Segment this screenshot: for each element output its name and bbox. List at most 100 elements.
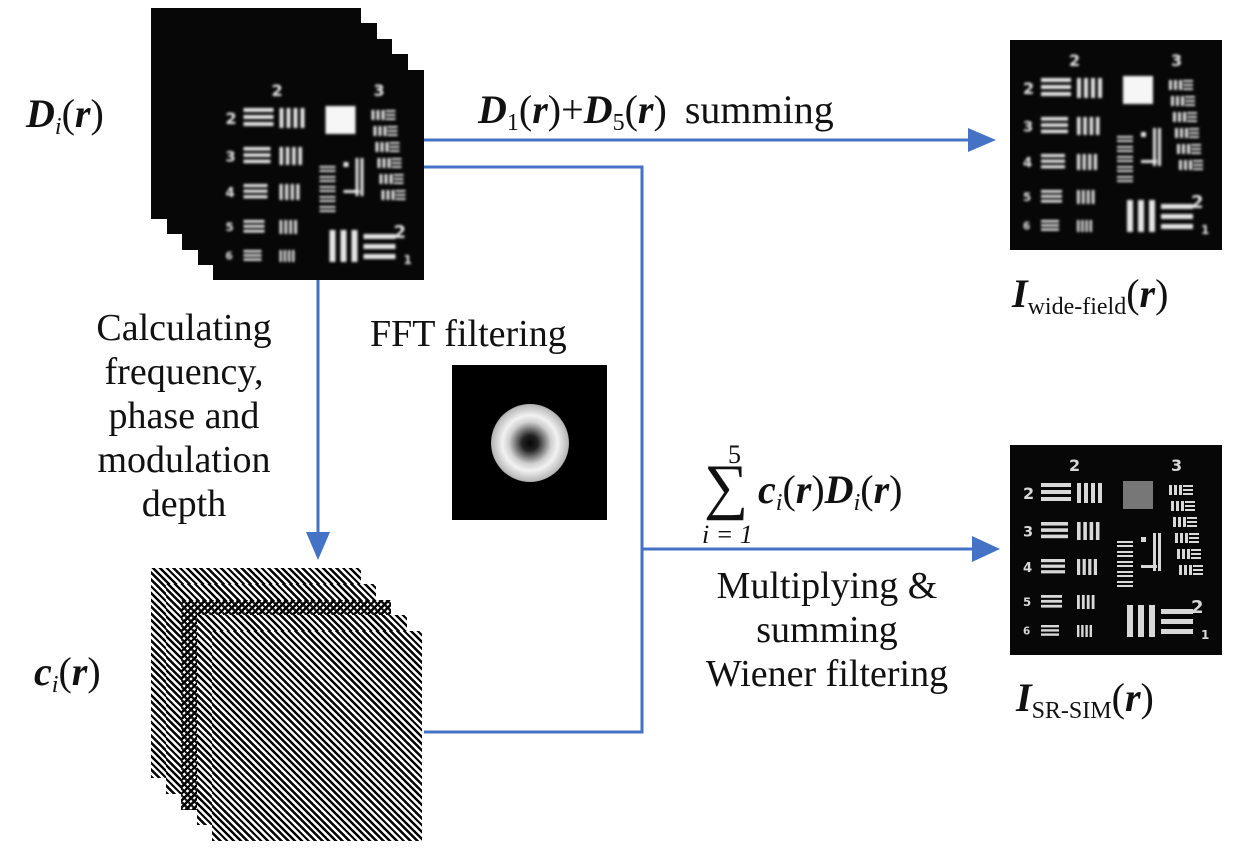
horizontal-bar	[243, 159, 271, 164]
small-vbar	[1169, 485, 1172, 495]
vertical-bar	[283, 250, 287, 262]
vertical-bar	[292, 250, 295, 262]
small-hbar	[1187, 112, 1197, 114]
small-vbar	[371, 110, 375, 120]
small-hbar	[1191, 553, 1201, 555]
small-vbar	[1182, 549, 1185, 559]
horizontal-bar	[1041, 625, 1059, 628]
small-vbar	[1178, 517, 1181, 527]
small-vbar	[1183, 517, 1186, 527]
small-hbar	[389, 150, 400, 152]
vertical-bar	[1098, 78, 1102, 98]
small-hbar	[1185, 96, 1195, 98]
small-hbar	[391, 158, 402, 160]
center-bar	[1117, 581, 1133, 583]
element-label-bottom: 1	[404, 253, 412, 267]
small-vbar	[1171, 96, 1174, 106]
small-hbar	[1183, 88, 1193, 90]
horizontal-bar	[1041, 190, 1062, 193]
small-hbar	[393, 182, 404, 184]
square-target	[325, 106, 356, 134]
horizontal-bar	[1041, 497, 1071, 501]
widefield-sum-label: D1(r)+D5(r) summing	[478, 87, 834, 137]
center-hbar	[1141, 565, 1157, 568]
horizontal-bar	[243, 153, 271, 157]
vertical-bar	[1091, 483, 1095, 503]
center-bar	[319, 196, 336, 198]
vertical-bar	[1077, 78, 1081, 98]
large-hbar	[363, 244, 396, 249]
horizontal-bar	[1041, 78, 1071, 82]
small-vbar	[382, 158, 386, 168]
vertical-bar	[284, 220, 288, 234]
small-vbar	[383, 126, 387, 136]
element-label: 2	[1023, 79, 1034, 98]
vertical-bar	[298, 147, 302, 165]
small-hbar	[1183, 485, 1193, 487]
vertical-bar	[1081, 220, 1084, 232]
small-vbar	[1173, 112, 1176, 122]
vertical-bar	[1077, 220, 1080, 232]
vertical-bar	[1093, 154, 1097, 170]
small-vbar	[1175, 128, 1178, 138]
vertical-bar	[1081, 595, 1085, 609]
calc-line-1: Calculating	[96, 307, 272, 349]
group-label-bottom: 2	[1191, 192, 1204, 213]
horizontal-bar	[1041, 564, 1065, 568]
small-vbar	[385, 142, 389, 152]
sum-upper-limit: 5	[728, 440, 741, 469]
horizontal-bar	[1041, 629, 1059, 632]
vertical-bar	[279, 147, 284, 165]
small-hbar	[1189, 132, 1199, 134]
center-bar	[1117, 150, 1133, 152]
horizontal-bar	[1041, 129, 1068, 134]
sim-line-3: Wiener filtering	[705, 653, 949, 695]
sim-process-text: Multiplying & summing Wiener filtering	[662, 564, 992, 696]
small-vbar	[1180, 533, 1183, 543]
center-vbar	[1158, 533, 1161, 571]
vertical-bar	[1077, 154, 1081, 170]
coeff-maps-label: ci(r)	[34, 649, 101, 699]
horizontal-bar	[1041, 490, 1071, 494]
horizontal-bar	[1041, 599, 1062, 603]
small-hbar	[1187, 120, 1197, 122]
small-hbar	[1191, 144, 1201, 146]
small-hbar	[1185, 501, 1195, 503]
element-label: 5	[1023, 595, 1031, 609]
large-hbar	[1161, 204, 1193, 209]
sum-term: ci(r)Di(r)	[758, 467, 903, 517]
small-hbar	[1185, 100, 1195, 102]
element-label: 6	[1023, 221, 1030, 233]
small-vbar	[1174, 80, 1177, 90]
small-hbar	[1185, 505, 1195, 507]
small-hbar	[395, 198, 406, 200]
large-vbar	[1149, 200, 1155, 232]
horizontal-bar	[1041, 228, 1059, 231]
vertical-bar	[1084, 483, 1088, 503]
small-hbar	[1183, 489, 1193, 491]
small-vbar	[1187, 549, 1190, 559]
small-vbar	[1177, 144, 1180, 154]
large-hbar	[363, 254, 396, 259]
raw-images-label: Di(r)	[26, 91, 104, 141]
element-label: 2	[226, 109, 237, 128]
small-vbar	[1174, 485, 1177, 495]
square-target	[1123, 481, 1153, 509]
small-vbar	[1189, 160, 1192, 170]
sim-sum-formula: 5 ∑ i = 1 ci(r)Di(r)	[690, 440, 980, 550]
vertical-bar	[1077, 595, 1080, 609]
group-label-bottom: 2	[1191, 597, 1204, 618]
vertical-bar	[1086, 595, 1090, 609]
horizontal-bar	[243, 195, 268, 199]
small-hbar	[385, 114, 396, 116]
large-vbar	[1127, 605, 1133, 637]
horizontal-bar	[243, 108, 274, 112]
group-label-bottom: 2	[394, 222, 407, 243]
vertical-bar	[1086, 190, 1090, 204]
horizontal-bar	[243, 122, 274, 126]
large-hbar	[1161, 224, 1193, 229]
horizontal-bar	[1041, 199, 1062, 203]
horizontal-bar	[1041, 595, 1062, 598]
